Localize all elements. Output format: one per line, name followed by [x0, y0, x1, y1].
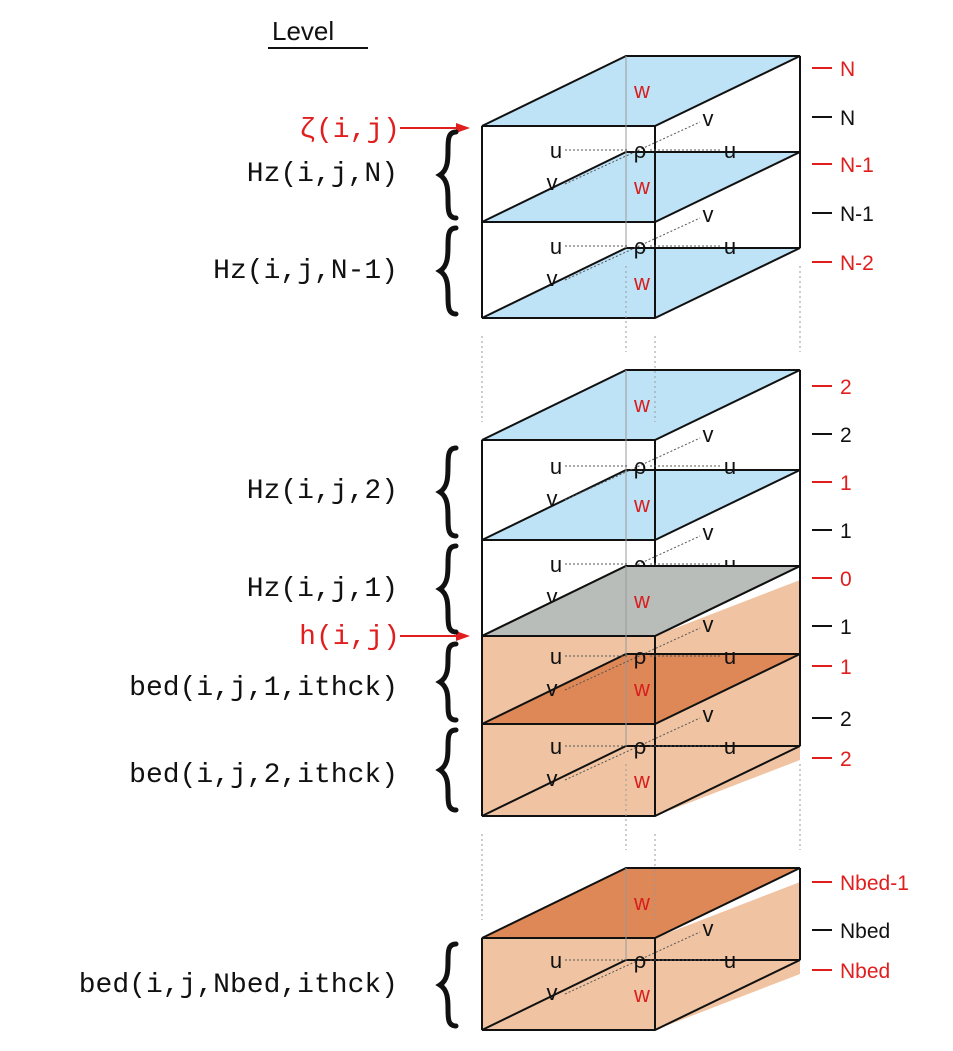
rho-symbol: ρ	[634, 948, 647, 973]
u-symbol: u	[550, 234, 562, 259]
rho-level-label: 2	[840, 424, 852, 447]
u-symbol: u	[724, 644, 736, 669]
rho-symbol: ρ	[634, 454, 647, 479]
v-symbol: v	[547, 676, 558, 701]
hz-label-N-1: Hz(i,j,N-1)	[213, 256, 398, 287]
grid-connector	[564, 437, 701, 501]
u-symbol: u	[724, 948, 736, 973]
layer-braces	[435, 129, 459, 1029]
rho-level-label: 1	[840, 520, 852, 543]
w-level-label: 1	[840, 656, 852, 679]
layer-brace	[435, 225, 459, 317]
w-symbol: w	[633, 270, 650, 295]
w-symbol: w	[633, 492, 650, 517]
v-symbol: v	[703, 422, 714, 447]
grid-connector	[564, 931, 701, 995]
zeta-arrowhead	[456, 123, 470, 133]
layer-brace	[435, 445, 459, 539]
w-symbol: w	[633, 676, 650, 701]
rho-symbol: ρ	[634, 734, 647, 759]
column-gap-lines	[481, 266, 801, 920]
grid-connector	[564, 217, 701, 281]
rho-level-label: Nbed	[840, 920, 890, 943]
w-level-label: Nbed	[840, 960, 890, 983]
v-symbol: v	[703, 106, 714, 131]
rho-level-label: N	[840, 107, 855, 130]
v-symbol: v	[547, 486, 558, 511]
w-symbol: w	[633, 174, 650, 199]
u-symbol: u	[724, 454, 736, 479]
layer-brace	[435, 129, 459, 221]
layer-brace	[435, 641, 459, 723]
w-symbol: w	[633, 768, 650, 793]
grid-connector	[564, 627, 701, 691]
diagram-title: Level	[272, 16, 334, 46]
v-symbol: v	[703, 520, 714, 545]
w-level-label: 0	[840, 568, 852, 591]
v-symbol: v	[547, 266, 558, 291]
v-symbol: v	[547, 980, 558, 1005]
rho-symbol: ρ	[634, 644, 647, 669]
u-symbol: u	[724, 734, 736, 759]
bed-label-1: bed(i,j,1,ithck)	[129, 673, 398, 704]
v-symbol: v	[703, 916, 714, 941]
layer-brace	[435, 727, 459, 813]
grid-connector	[564, 717, 701, 781]
zeta-label: ζ(i,j)	[299, 115, 400, 146]
w-level-label: 1	[840, 472, 852, 495]
v-symbol: v	[703, 202, 714, 227]
w-symbol: w	[633, 392, 650, 417]
h-arrowhead	[456, 631, 470, 641]
u-symbol: u	[550, 734, 562, 759]
rho-level-label: N-1	[840, 203, 874, 226]
hz-label-2: Hz(i,j,2)	[247, 476, 398, 507]
v-symbol: v	[547, 170, 558, 195]
rho-symbol: ρ	[634, 234, 647, 259]
grid-connector	[564, 121, 701, 185]
u-symbol: u	[724, 234, 736, 259]
hz-label-1: Hz(i,j,1)	[247, 574, 398, 605]
u-symbol: u	[550, 454, 562, 479]
left-labels: ζ(i,j) Hz(i,j,N) Hz(i,j,N-1) Hz(i,j,2) H…	[79, 115, 470, 1029]
u-symbol: u	[550, 644, 562, 669]
layer-brace	[435, 543, 459, 635]
bed-label-2: bed(i,j,2,ithck)	[129, 760, 398, 791]
v-symbol: v	[547, 584, 558, 609]
v-symbol: v	[703, 702, 714, 727]
u-symbol: u	[550, 138, 562, 163]
u-symbol: u	[550, 552, 562, 577]
w-level-label: N-2	[840, 252, 874, 275]
w-symbol: w	[633, 982, 650, 1007]
w-level-label: N	[840, 58, 855, 81]
w-level-label: 2	[840, 376, 852, 399]
grid-column: wuρuvvwuρuvvwwuρuvvwuρuvvwwuρuvvwuρuvvww…	[481, 55, 801, 1031]
v-symbol: v	[703, 612, 714, 637]
hz-label-N: Hz(i,j,N)	[247, 159, 398, 190]
h-label: h(i,j)	[299, 622, 400, 653]
bed-label-Nbed: bed(i,j,Nbed,ithck)	[79, 970, 398, 1001]
w-symbol: w	[633, 78, 650, 103]
rho-level-label: 1	[840, 616, 852, 639]
w-level-label: N-1	[840, 154, 874, 177]
w-symbol: w	[633, 588, 650, 613]
u-symbol: u	[724, 138, 736, 163]
w-symbol: w	[633, 890, 650, 915]
v-symbol: v	[547, 766, 558, 791]
u-symbol: u	[550, 948, 562, 973]
rho-level-label: 2	[840, 708, 852, 731]
w-level-label: Nbed-1	[840, 872, 909, 895]
layer-brace	[435, 941, 459, 1029]
w-level-label: 2	[840, 748, 852, 771]
rho-symbol: ρ	[634, 138, 647, 163]
